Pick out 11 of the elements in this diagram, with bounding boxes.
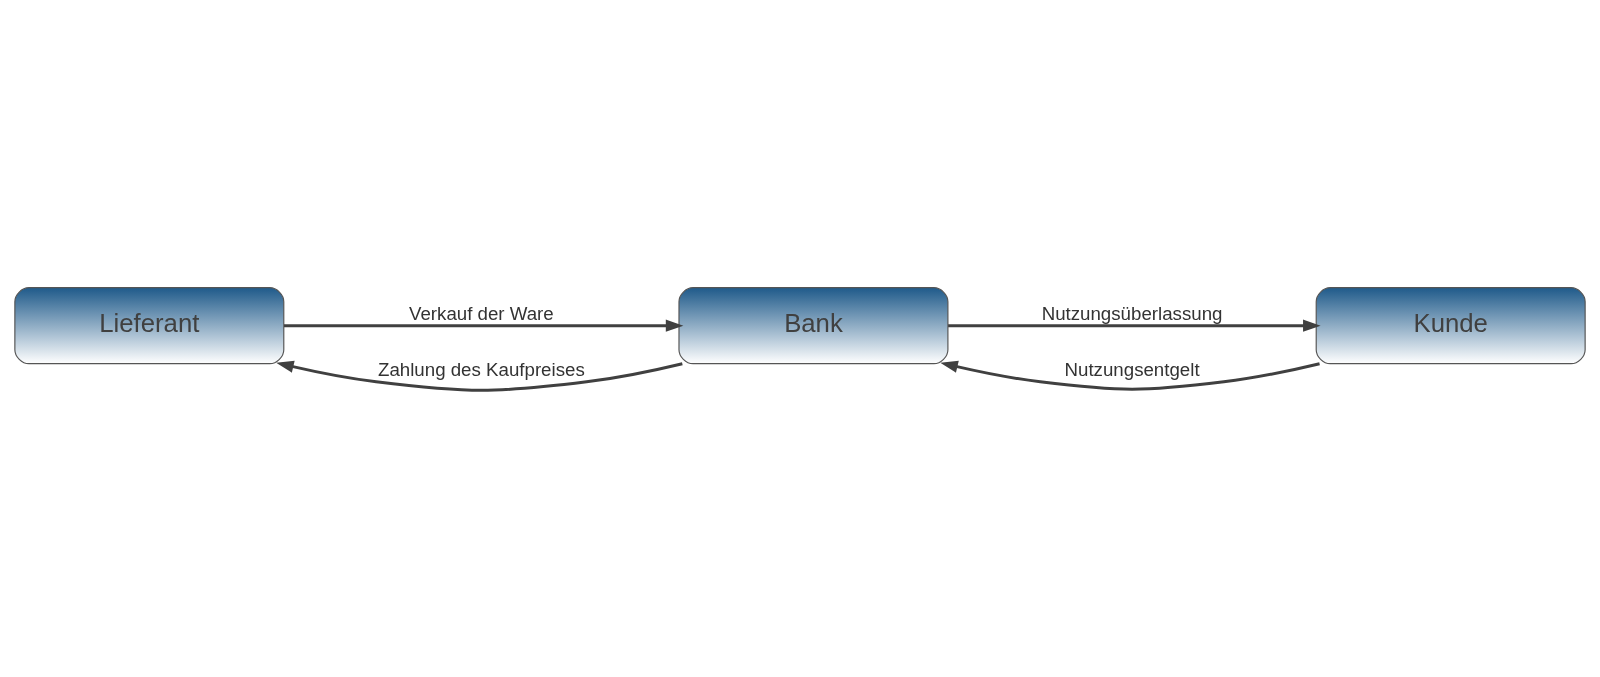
arrow	[284, 319, 684, 332]
edge-label: Verkauf der Ware	[409, 302, 554, 324]
arrow	[276, 360, 683, 392]
edge-label: Nutzungsentgelt	[1064, 358, 1200, 380]
node-box: Lieferant	[14, 286, 285, 364]
arrow	[940, 360, 1320, 391]
arrow	[948, 319, 1321, 332]
edge-label: Nutzungsüberlassung	[1041, 302, 1223, 324]
node-box: Kunde	[1315, 286, 1586, 364]
edge-label: Zahlung des Kaufpreises	[378, 358, 585, 380]
node-box: Bank	[678, 286, 949, 364]
